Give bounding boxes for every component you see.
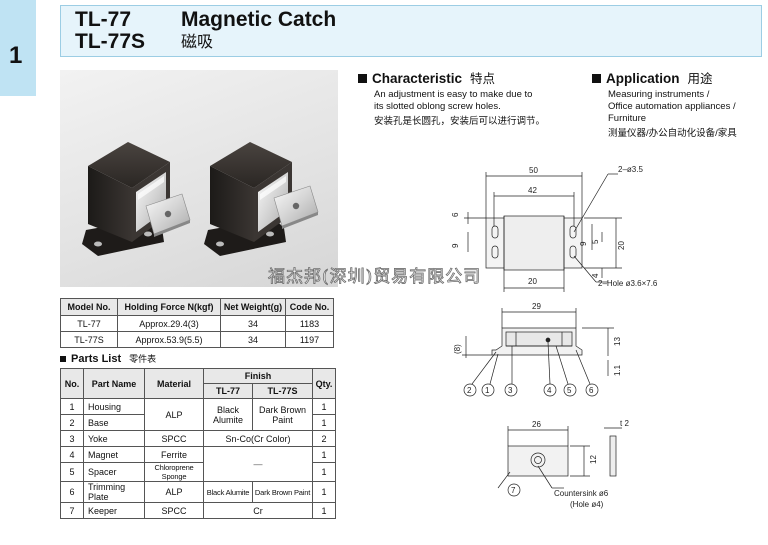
table-row: 7 Keeper SPCC Cr 1 — [60, 502, 336, 519]
spec-table: Model No. Holding Force N(kgf) Net Weigh… — [60, 298, 334, 348]
table-row: 3 Yoke SPCC Sn-Co(Cr Color) 2 — [60, 430, 336, 447]
svg-text:t 2: t 2 — [620, 419, 629, 428]
section-tab: 1 — [0, 0, 36, 96]
svg-text:29: 29 — [532, 302, 541, 311]
technical-drawing: 50 42 2–ø3.5 6 9 9 5 20 4 20 2–Hole ø3.6… — [451, 165, 658, 509]
application-text: Measuring instruments / Office automatio… — [608, 89, 737, 139]
characteristic-text: An adjustment is easy to make due to its… — [374, 89, 546, 127]
balloon-4: 4 — [547, 386, 552, 395]
svg-text:50: 50 — [529, 166, 538, 175]
svg-text:2–ø3.5: 2–ø3.5 — [618, 165, 643, 174]
svg-text:12: 12 — [589, 455, 598, 464]
svg-text:2–Hole ø3.6×7.6: 2–Hole ø3.6×7.6 — [598, 279, 658, 288]
balloon-3: 3 — [508, 386, 513, 395]
balloon-7: 7 — [511, 486, 516, 495]
product-photo — [60, 70, 338, 287]
table-row: 5 Spacer Chloroprene Sponge 1 — [60, 462, 336, 482]
table-row: 4 Magnet Ferrite — 1 — [60, 446, 336, 482]
table-row: 6 Trimming Plate ALP Black Alumite Dark … — [60, 481, 336, 503]
svg-text:Countersink ø6: Countersink ø6 — [554, 489, 609, 498]
svg-text:1.1: 1.1 — [613, 364, 622, 376]
catch-right — [204, 142, 292, 256]
catch-left — [82, 142, 170, 256]
model-number-2: TL-77S — [75, 30, 146, 53]
product-title-en: Magnetic Catch — [181, 8, 337, 31]
balloon-5: 5 — [567, 386, 572, 395]
col-holding-force: Holding Force N(kgf) — [117, 298, 221, 316]
bullet-square-icon — [358, 74, 367, 83]
watermark: 福杰邦(深圳)贸易有限公司 — [268, 267, 482, 288]
col-model-no: Model No. — [60, 298, 118, 316]
bullet-square-icon — [592, 74, 601, 83]
svg-text:(8): (8) — [453, 344, 462, 354]
svg-text:(Hole ø4): (Hole ø4) — [570, 500, 604, 509]
title-banner: TL-77 TL-77S Magnetic Catch 磁吸 — [60, 5, 762, 57]
svg-text:9: 9 — [451, 243, 460, 248]
svg-text:26: 26 — [532, 420, 541, 429]
svg-text:13: 13 — [613, 337, 622, 346]
svg-text:4: 4 — [591, 273, 600, 278]
balloon-1: 1 — [485, 386, 490, 395]
svg-text:20: 20 — [528, 277, 537, 286]
balloon-2: 2 — [467, 386, 472, 395]
keeper-left — [145, 193, 191, 237]
drawing-labels: 50 42 2–ø3.5 6 9 9 5 20 4 20 2–Hole ø3.6… — [451, 165, 658, 509]
svg-text:6: 6 — [451, 212, 460, 217]
col-code-no: Code No. — [285, 298, 334, 316]
balloon-6: 6 — [589, 386, 594, 395]
col-net-weight: Net Weight(g) — [220, 298, 286, 316]
keeper-right — [273, 185, 319, 229]
model-number-1: TL-77 — [75, 8, 132, 31]
parts-table: No. Part Name Material Finish Qty. TL-77… — [60, 368, 336, 519]
svg-text:20: 20 — [617, 241, 626, 250]
product-title-cn: 磁吸 — [181, 34, 214, 51]
svg-text:5: 5 — [591, 239, 600, 244]
section-number: 1 — [9, 42, 23, 69]
svg-text:42: 42 — [528, 186, 537, 195]
svg-text:9: 9 — [579, 241, 588, 246]
bullet-square-icon — [60, 356, 66, 362]
magnetic-catch-illustration — [82, 142, 319, 256]
